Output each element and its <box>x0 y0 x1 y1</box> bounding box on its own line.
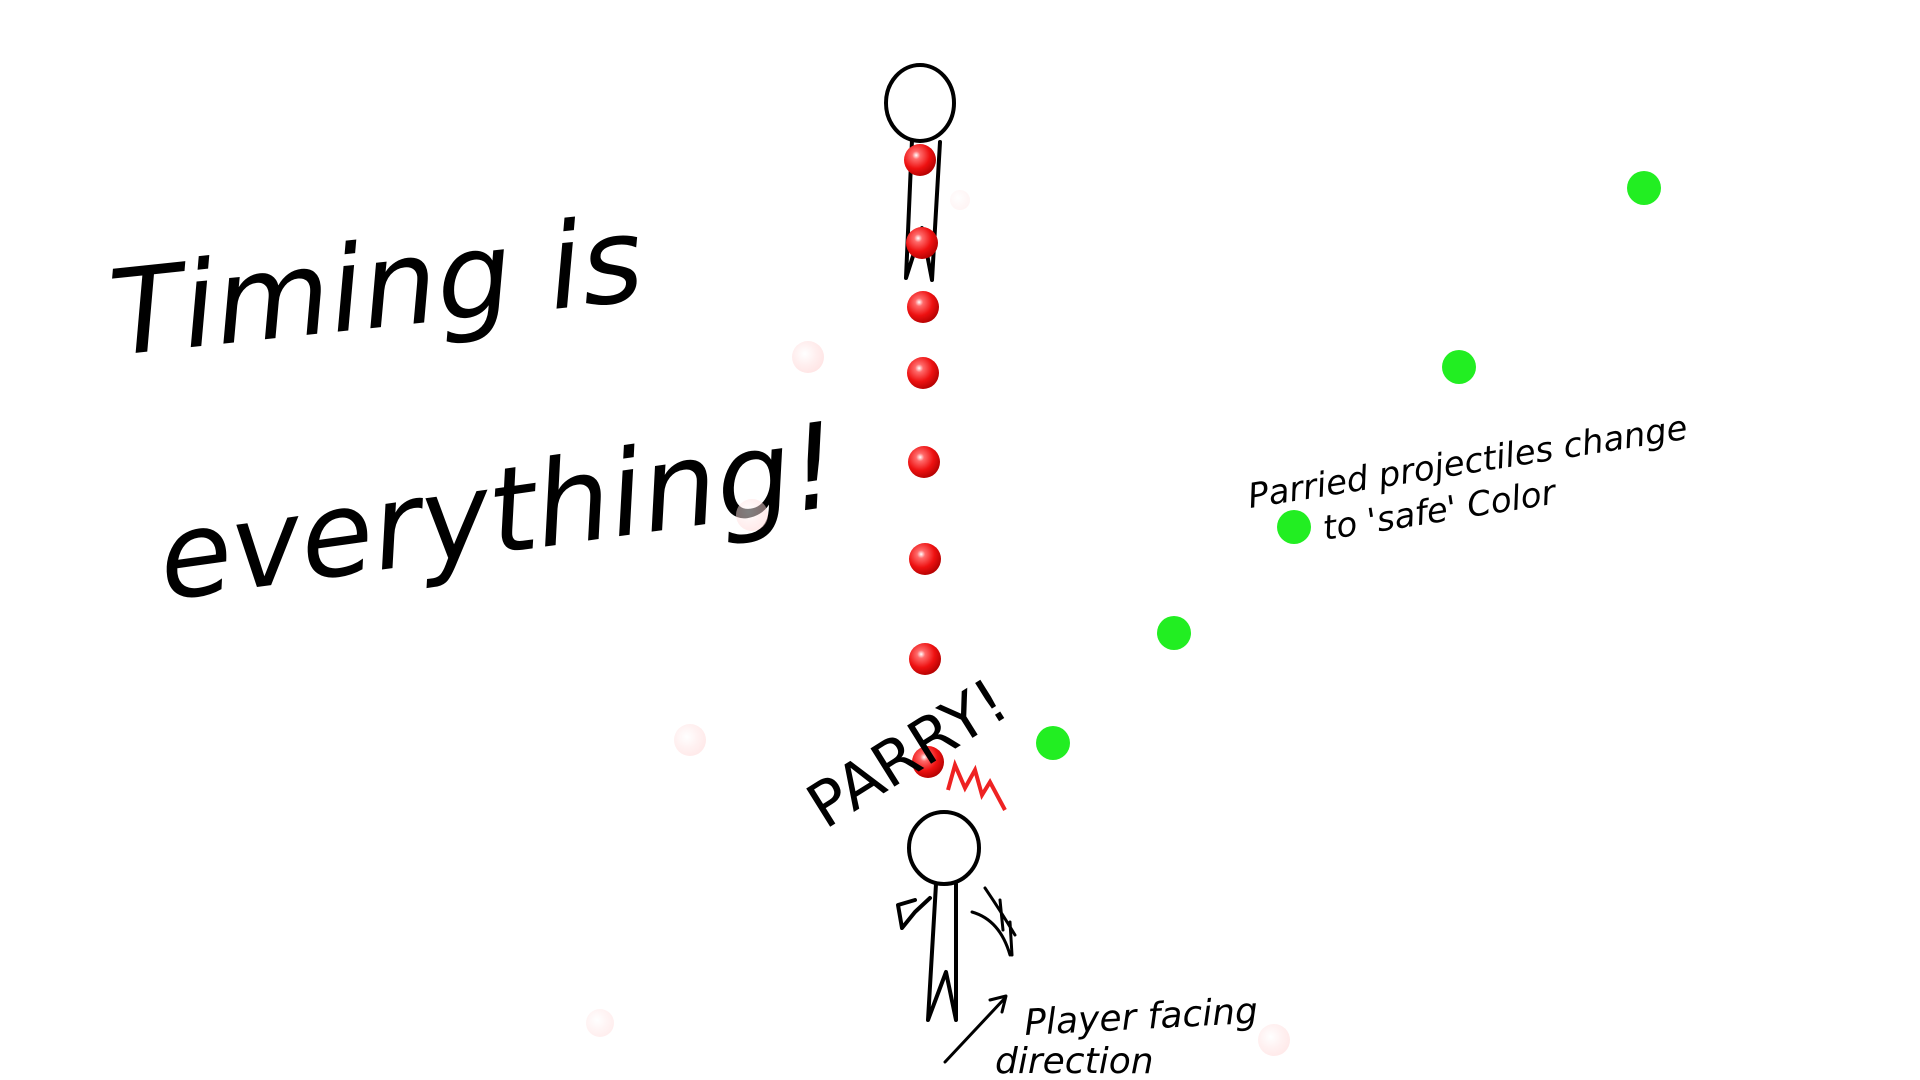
safe-projectile <box>1627 171 1661 205</box>
projectile <box>906 227 938 259</box>
player-arm-shield <box>896 896 932 930</box>
parry-spark <box>946 759 1007 811</box>
safe-projectile <box>1442 350 1476 384</box>
ghost-projectile <box>736 499 768 531</box>
projectile <box>904 144 936 176</box>
ghost-projectile <box>792 341 824 373</box>
player-head <box>907 810 981 886</box>
arrow-head <box>988 994 1008 1014</box>
red-projectiles <box>904 144 944 778</box>
facing-label-line-2: direction <box>995 1041 1154 1080</box>
ghost-projectile <box>674 724 706 756</box>
projectile <box>907 291 939 323</box>
facing-label-line-1: Player facing <box>1023 991 1258 1044</box>
safe-projectile <box>1157 616 1191 650</box>
ghost-projectile <box>586 1009 614 1037</box>
projectile <box>908 446 940 478</box>
parry-label: PARRY! <box>794 664 1020 843</box>
enemy-head <box>884 63 956 143</box>
player-body <box>926 882 958 1022</box>
projectile <box>909 543 941 575</box>
arrow-shaft <box>943 996 1007 1064</box>
projectile <box>909 643 941 675</box>
projectile <box>912 746 944 778</box>
title: Timing is everything! <box>104 190 847 628</box>
facing-arrow <box>943 994 1008 1064</box>
title-line-1: Timing is <box>104 190 650 383</box>
projectile <box>907 357 939 389</box>
safe-projectiles <box>1036 171 1661 760</box>
player-swing-lines <box>970 886 1017 957</box>
ghost-projectile <box>950 190 970 210</box>
safe-projectile <box>1277 510 1311 544</box>
player-figure <box>896 810 1017 1022</box>
ghost-projectile <box>1258 1024 1290 1056</box>
safe-projectile <box>1036 726 1070 760</box>
ghost-projectiles <box>586 190 1290 1056</box>
